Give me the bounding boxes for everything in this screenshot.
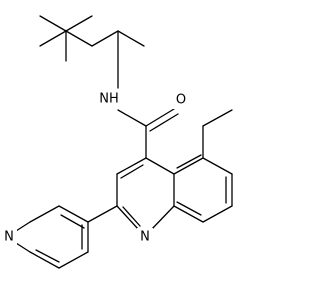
bond-line — [176, 154, 202, 169]
bond-line — [39, 15, 67, 32]
bond-line — [122, 206, 141, 227]
bond-line — [117, 30, 145, 47]
bond-line — [58, 205, 89, 223]
bond-line — [15, 221, 31, 232]
bond-line — [116, 205, 140, 231]
bond-line — [150, 205, 175, 231]
bond-line — [35, 249, 60, 263]
pyridine-nitrogen-label: N — [4, 230, 14, 245]
nh-label-background — [96, 90, 122, 108]
bond-line — [87, 205, 118, 223]
atom-labels: NH O N N — [1, 90, 189, 246]
carbonyl-oxygen-label: O — [176, 93, 186, 108]
bond-line — [202, 109, 233, 127]
bond-line — [39, 30, 67, 47]
bond-line — [58, 251, 89, 269]
amide-nh-label: NH — [99, 92, 119, 107]
bond-line — [91, 30, 119, 47]
bond-line — [15, 242, 31, 253]
bond-line — [65, 15, 93, 32]
bond-line — [173, 205, 204, 223]
bond-line — [149, 113, 179, 132]
bond-line — [202, 157, 233, 175]
pyridine-n-label-background — [1, 228, 17, 246]
bond-line — [176, 201, 202, 216]
bond-line — [29, 251, 60, 269]
quinoline-n-label-background — [137, 228, 153, 246]
bond-line — [120, 164, 144, 179]
bond-line — [117, 109, 147, 127]
molecule-structure: NH O N N — [1, 15, 233, 269]
bond-line — [202, 205, 233, 223]
bond-line — [116, 157, 147, 175]
quinoline-nitrogen-label: N — [140, 230, 150, 245]
o-label-background — [173, 91, 189, 109]
bond-line — [145, 108, 175, 127]
bond-line — [60, 214, 85, 229]
bond-line — [145, 157, 175, 175]
bond-line — [173, 157, 204, 175]
bond-line — [65, 30, 93, 47]
bond-line — [29, 205, 60, 223]
bond-lines — [15, 15, 233, 269]
